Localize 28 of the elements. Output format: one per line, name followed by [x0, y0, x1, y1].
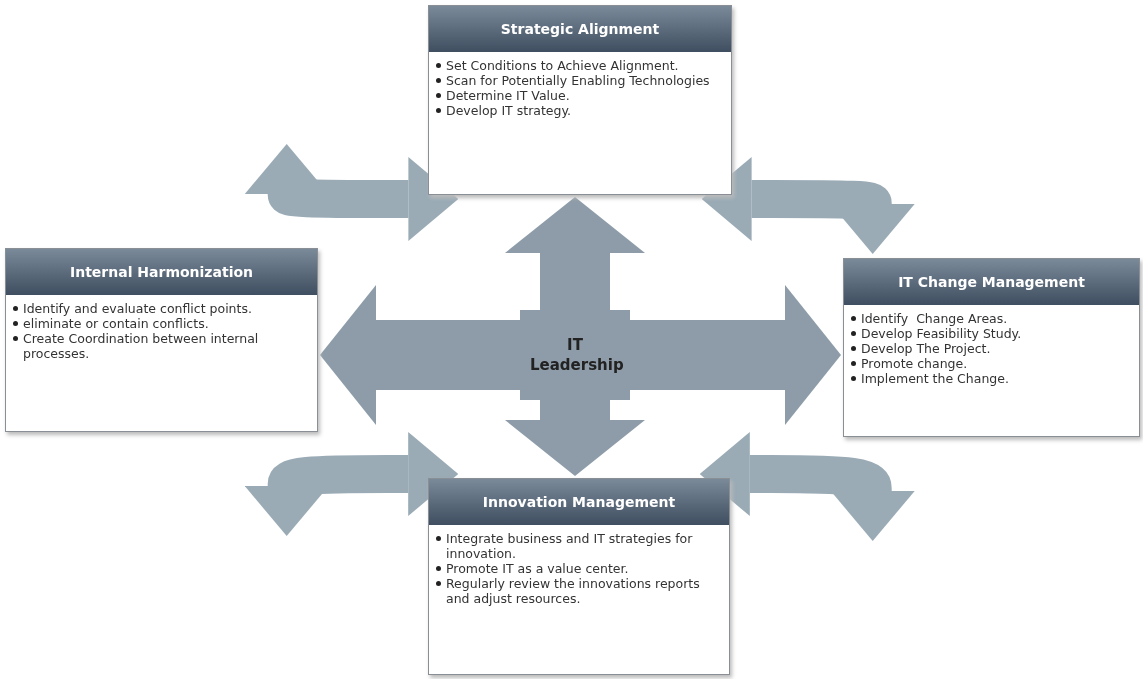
bullet-item: Develop Feasibility Study. — [850, 326, 1131, 341]
curved-arrow — [701, 157, 915, 254]
curved-arrow — [244, 144, 459, 241]
bullet-item: Create Coordination between internal processes. — [12, 331, 309, 361]
card-heading: Strategic Alignment — [429, 6, 731, 52]
card-heading: IT Change Management — [844, 259, 1139, 305]
process-card — [428, 5, 732, 195]
process-card — [843, 258, 1140, 437]
card-heading: Internal Harmonization — [6, 249, 317, 295]
bullet-item: Develop IT strategy. — [435, 103, 723, 118]
process-card — [5, 248, 318, 432]
bullet-item: Scan for Potentially Enabling Technologies — [435, 73, 723, 88]
process-card — [428, 478, 730, 675]
bullet-item: Implement the Change. — [850, 371, 1131, 386]
bullet-item: eliminate or contain conflicts. — [12, 316, 309, 331]
bullet-item: Identify Change Areas. — [850, 311, 1131, 326]
bullet-item: Promote IT as a value center. — [435, 561, 721, 576]
curved-arrow — [244, 432, 459, 536]
curved-arrow — [699, 432, 915, 541]
bullet-item: Determine IT Value. — [435, 88, 723, 103]
block-arrow — [505, 400, 645, 476]
bullet-item: Develop The Project. — [850, 341, 1131, 356]
bullet-item: Set Conditions to Achieve Alignment. — [435, 58, 723, 73]
bullet-item: Integrate business and IT strategies for innovation. — [435, 531, 721, 561]
bullet-item: Identify and evaluate conflict points. — [12, 301, 309, 316]
card-heading: Innovation Management — [429, 479, 729, 525]
bullet-item: Promote change. — [850, 356, 1131, 371]
bullet-item: Regularly review the innovations reports and adjust resources. — [435, 576, 721, 606]
